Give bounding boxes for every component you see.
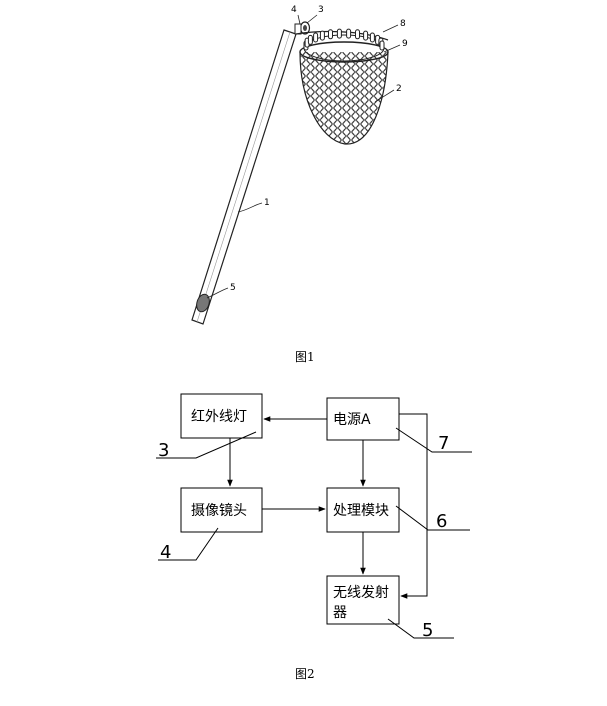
rim-lamp <box>336 28 342 39</box>
rim-lamp <box>355 29 360 40</box>
label-3: 3 <box>318 5 324 15</box>
label-9: 9 <box>402 39 408 49</box>
figure-1-caption: 图1 <box>295 350 315 364</box>
figure-2-caption: 图2 <box>295 667 315 681</box>
label-1: 1 <box>264 198 270 208</box>
label-4: 4 <box>291 5 297 15</box>
rim-lamp <box>363 30 369 41</box>
rim-lamp <box>319 30 325 41</box>
label-8: 8 <box>400 19 406 29</box>
rim-lamp <box>369 32 375 43</box>
figure1-leaders <box>206 14 401 299</box>
pole-end-device <box>196 293 210 313</box>
rim-lamp <box>379 40 385 51</box>
net-basket <box>299 51 389 145</box>
rim-lamp <box>307 34 313 45</box>
net-rim <box>299 28 389 63</box>
rim-lamp <box>328 29 333 40</box>
rim-lamp <box>313 32 319 43</box>
label-2: 2 <box>396 84 402 94</box>
label-5: 5 <box>230 283 236 293</box>
rim-lamp <box>346 28 352 39</box>
pole <box>191 29 297 325</box>
